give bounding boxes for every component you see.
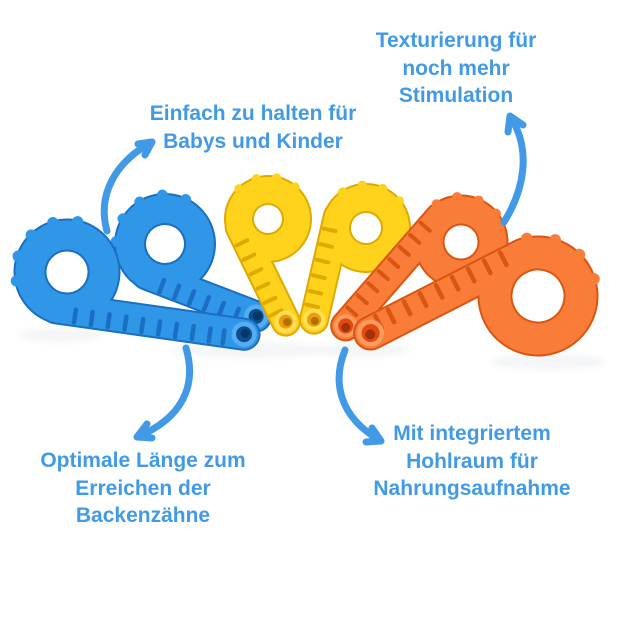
label-bottom-right: Mit integriertem Hohlraum für Nahrungsau… <box>362 420 582 503</box>
tube-end-opening <box>334 314 358 338</box>
product-shadows <box>18 328 606 370</box>
tube-body <box>355 237 597 355</box>
label-line: Optimale Länge zum <box>40 449 246 472</box>
tube-end-opening <box>274 310 297 333</box>
tube-body <box>15 220 259 349</box>
annotation-arrows <box>100 112 527 446</box>
tube-texture-bumps <box>431 192 501 219</box>
chew-tube-yellow-1 <box>224 173 312 337</box>
tube-texture-bumps <box>520 232 600 285</box>
tube-body <box>301 185 409 333</box>
label-line: Backenzähne <box>75 504 211 527</box>
label-bottom-left: Optimale Länge zum Erreichen der Backenz… <box>28 447 258 530</box>
label-top-left: Einfach zu halten für Babys und Kinder <box>133 100 373 155</box>
tube-texture-ridges <box>304 226 338 310</box>
label-line: Stimulation <box>398 84 514 107</box>
label-line: Mit integriertem <box>393 422 551 445</box>
label-line: Nahrungsaufnahme <box>373 477 571 500</box>
label-line: Babys und Kinder <box>163 129 343 153</box>
tube-texture-bumps <box>110 189 192 247</box>
tube-body <box>226 177 310 335</box>
chew-tube-orange-2 <box>353 232 600 357</box>
arrow-to-top-left-label <box>100 138 156 235</box>
chew-tube-blue-1 <box>10 216 261 351</box>
tube-texture-ridges <box>71 307 227 346</box>
label-line: noch mehr <box>402 56 510 80</box>
arrow-to-bottom-left-label <box>133 344 193 442</box>
label-line: Erreichen der <box>75 476 211 500</box>
label-line: Texturierung für <box>375 29 537 52</box>
chew-tube-yellow-2 <box>299 180 411 335</box>
tube-texture-ridges <box>157 277 241 324</box>
label-top-right: Texturierung für noch mehr Stimulation <box>351 27 561 110</box>
label-line: Hohlraum für <box>406 449 538 473</box>
tube-texture-bumps <box>337 180 404 206</box>
label-line: Einfach zu halten für <box>149 102 357 125</box>
arrow-to-top-right-label <box>500 112 527 226</box>
tube-end-opening <box>231 321 257 347</box>
tube-texture-ridges <box>234 238 284 318</box>
tube-end-opening <box>303 308 326 331</box>
tube-end-opening <box>357 319 385 347</box>
tube-texture-bumps <box>10 216 84 287</box>
arrow-to-bottom-right-label <box>335 346 385 446</box>
tube-texture-ridges <box>345 220 432 318</box>
tube-texture-bumps <box>234 173 300 194</box>
